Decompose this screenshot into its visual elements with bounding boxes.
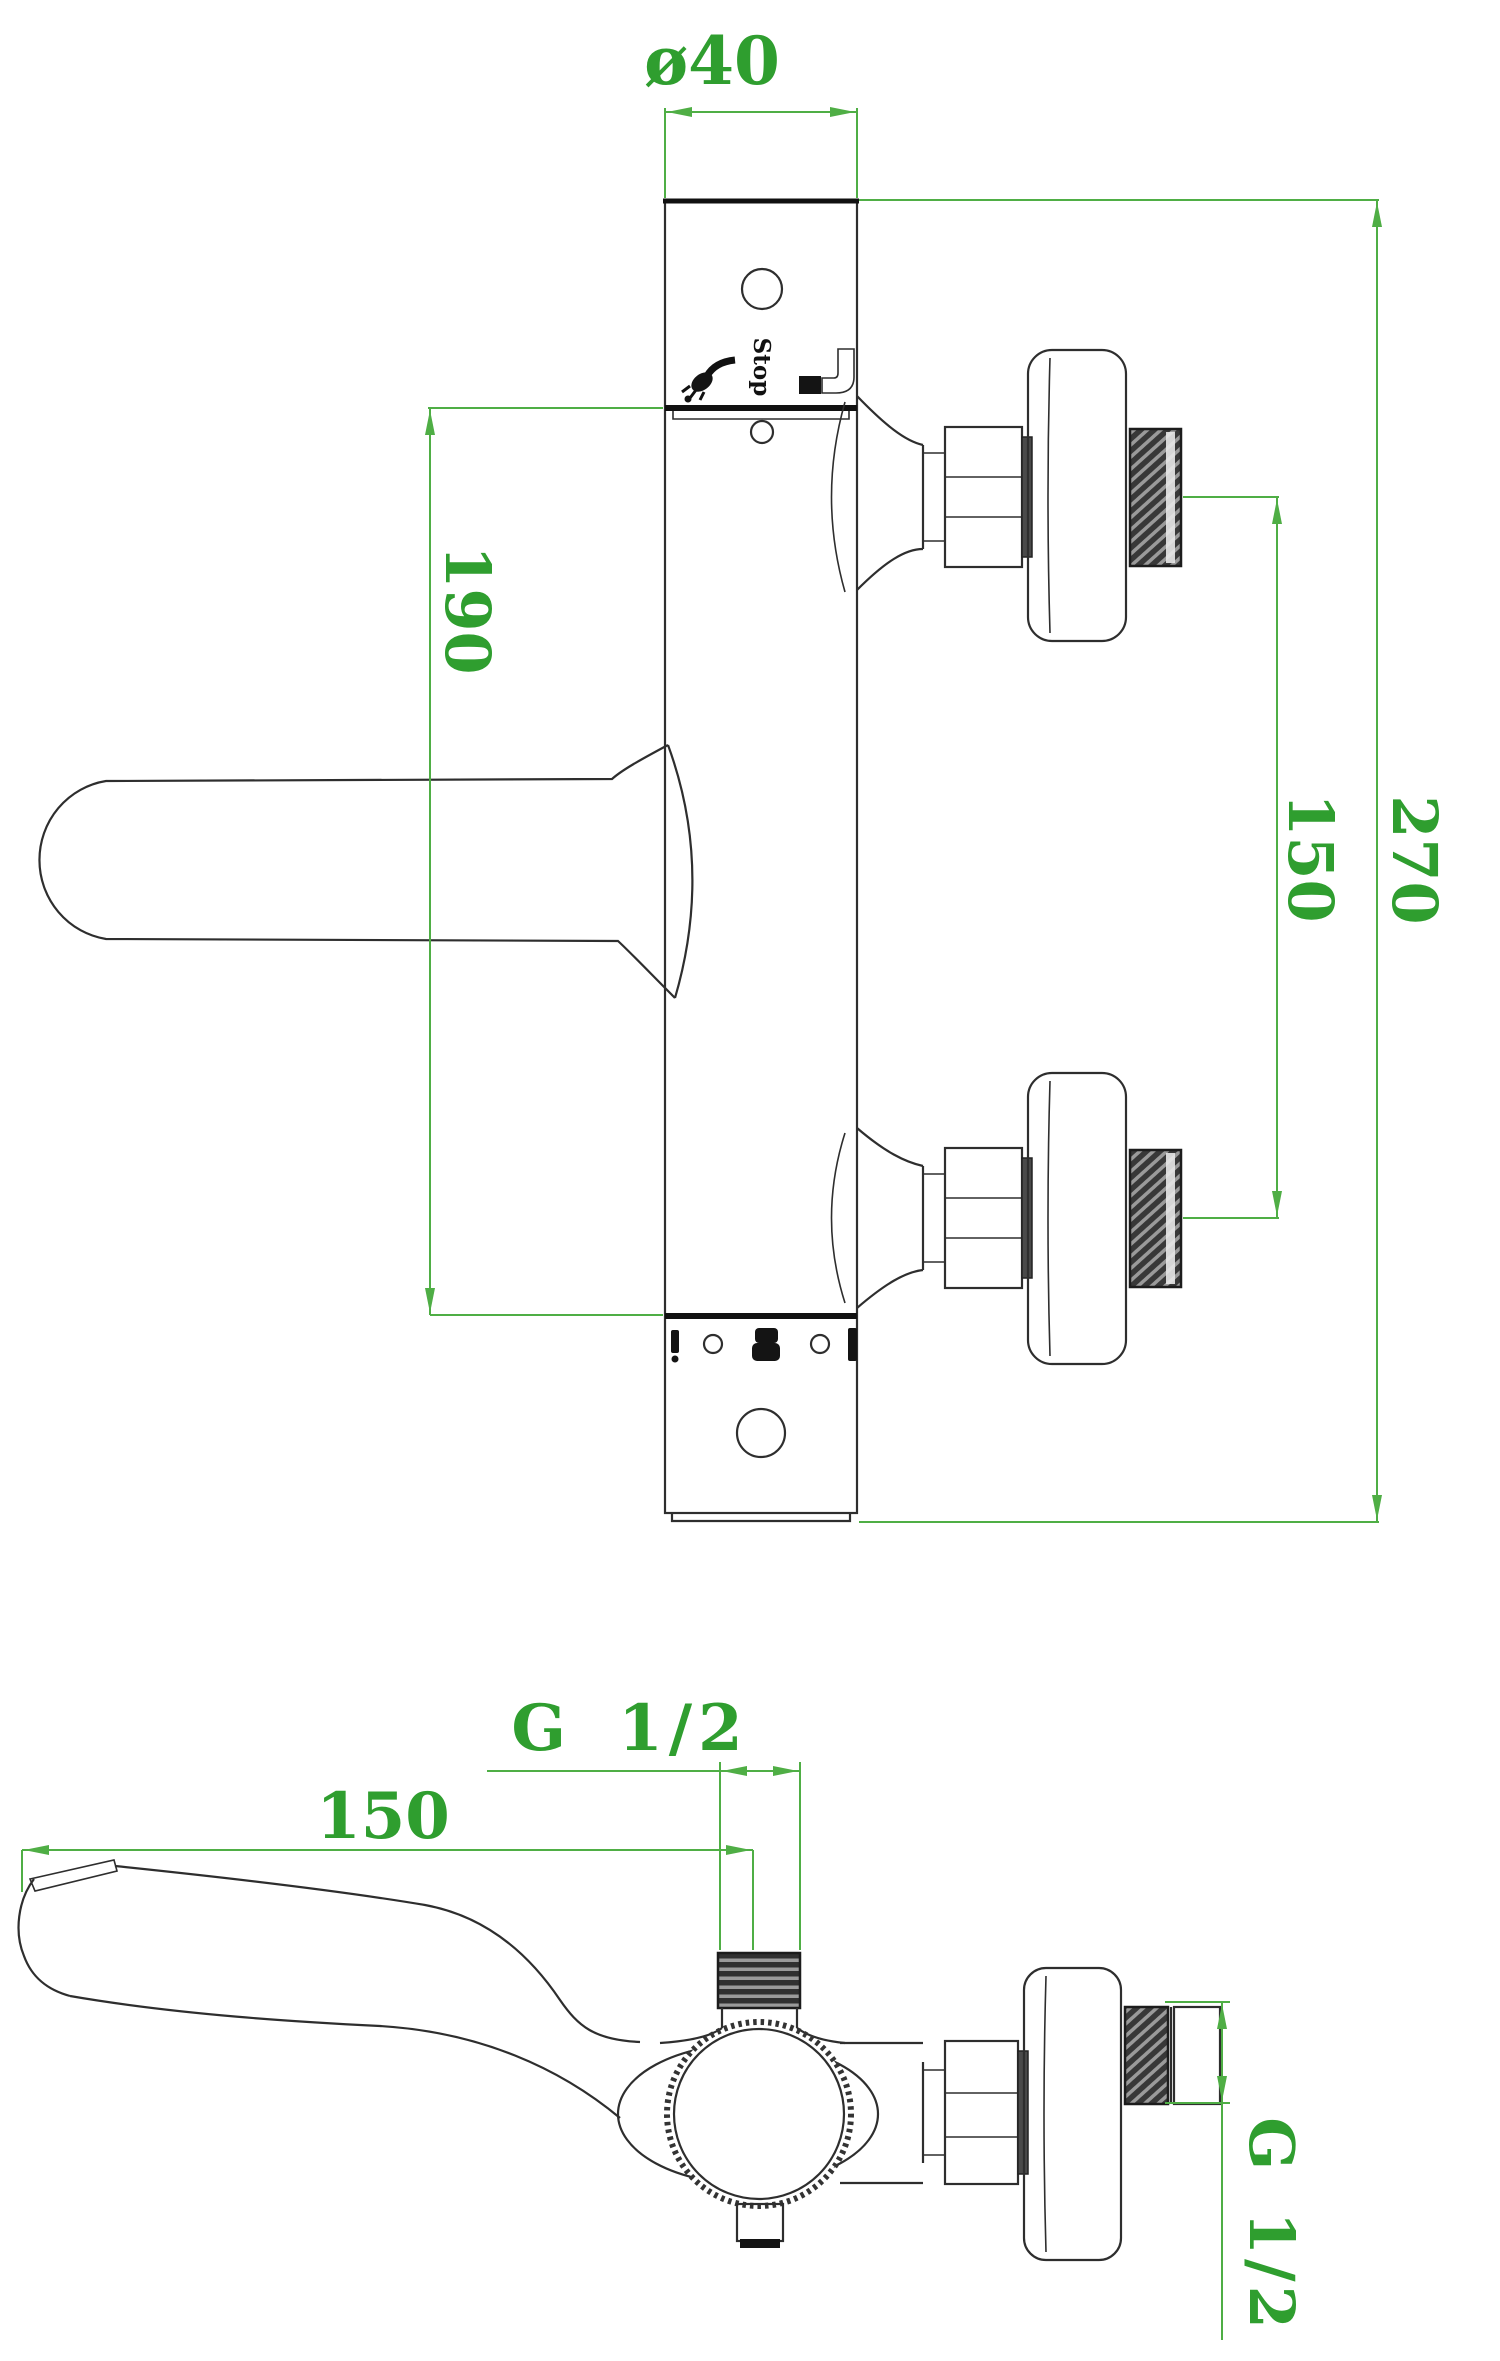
dim-thread-top-g12: G 1/2 <box>487 1691 801 1950</box>
outlet-boss-arc <box>830 1132 846 1304</box>
safety-stop-mark <box>755 1328 778 1343</box>
dim-body-height-190: 190 <box>425 407 663 1316</box>
dim-label-150-side: 150 <box>316 1779 450 1854</box>
dim-label-270: 270 <box>1378 795 1451 924</box>
knob-face <box>672 2027 846 2201</box>
dim-label-190: 190 <box>431 545 504 674</box>
spout-bottom-edge <box>69 1994 621 2119</box>
nipple-end-stub <box>1172 2005 1222 2106</box>
front-view: Stop <box>38 22 1451 1523</box>
stop-label: Stop <box>748 338 775 397</box>
outlet-boss-arc <box>830 401 846 593</box>
wall-flange <box>1026 1071 1128 1366</box>
shower-icon <box>681 356 736 403</box>
cap-screw-circle <box>740 267 784 311</box>
spout-top-edge <box>114 1864 641 2044</box>
dim-spout-reach-150: 150 <box>21 1779 754 1950</box>
outlet-nut <box>943 2039 1020 2186</box>
knob-knurled-rim <box>664 2019 854 2209</box>
dim-overall-height-270: 270 <box>859 199 1451 1523</box>
dim-label-g12-top: G 1/2 <box>511 1691 748 1766</box>
dim-label-g12-side: G 1/2 <box>1235 2117 1308 2332</box>
wall-flange <box>1026 348 1128 643</box>
riser-thread <box>716 1951 802 2010</box>
dim-diameter-40: ø40 <box>644 22 858 198</box>
outlet-nut <box>943 1146 1024 1290</box>
diverter-tab <box>735 2202 785 2243</box>
index-dot-circle <box>749 419 775 445</box>
top-outlet <box>830 348 1183 643</box>
side-view: G 1/2 150 G 1/2 <box>17 1691 1308 2340</box>
bottom-lip <box>670 1513 852 1523</box>
lever-boss-arc <box>666 744 694 999</box>
temperature-scale <box>671 1328 857 1363</box>
spout-icon <box>799 348 855 394</box>
wall-flange <box>1022 1966 1123 2262</box>
lever-handle <box>38 744 694 999</box>
spout-tip-detail <box>28 1859 118 1892</box>
dim-label-diameter: ø40 <box>644 22 780 100</box>
bottom-cap-circle <box>735 1407 787 1459</box>
dim-outlet-spacing-150: 150 <box>1183 496 1347 1219</box>
dim-label-150-front: 150 <box>1274 793 1347 922</box>
outlet-nut <box>943 425 1024 569</box>
threaded-nipple-side <box>1123 2005 1170 2106</box>
spout-tip-curve <box>17 1878 71 1998</box>
seam-inset-band <box>672 411 850 420</box>
bottom-outlet <box>830 1071 1183 1366</box>
dim-thread-side-g12: G 1/2 <box>1165 2001 1308 2340</box>
